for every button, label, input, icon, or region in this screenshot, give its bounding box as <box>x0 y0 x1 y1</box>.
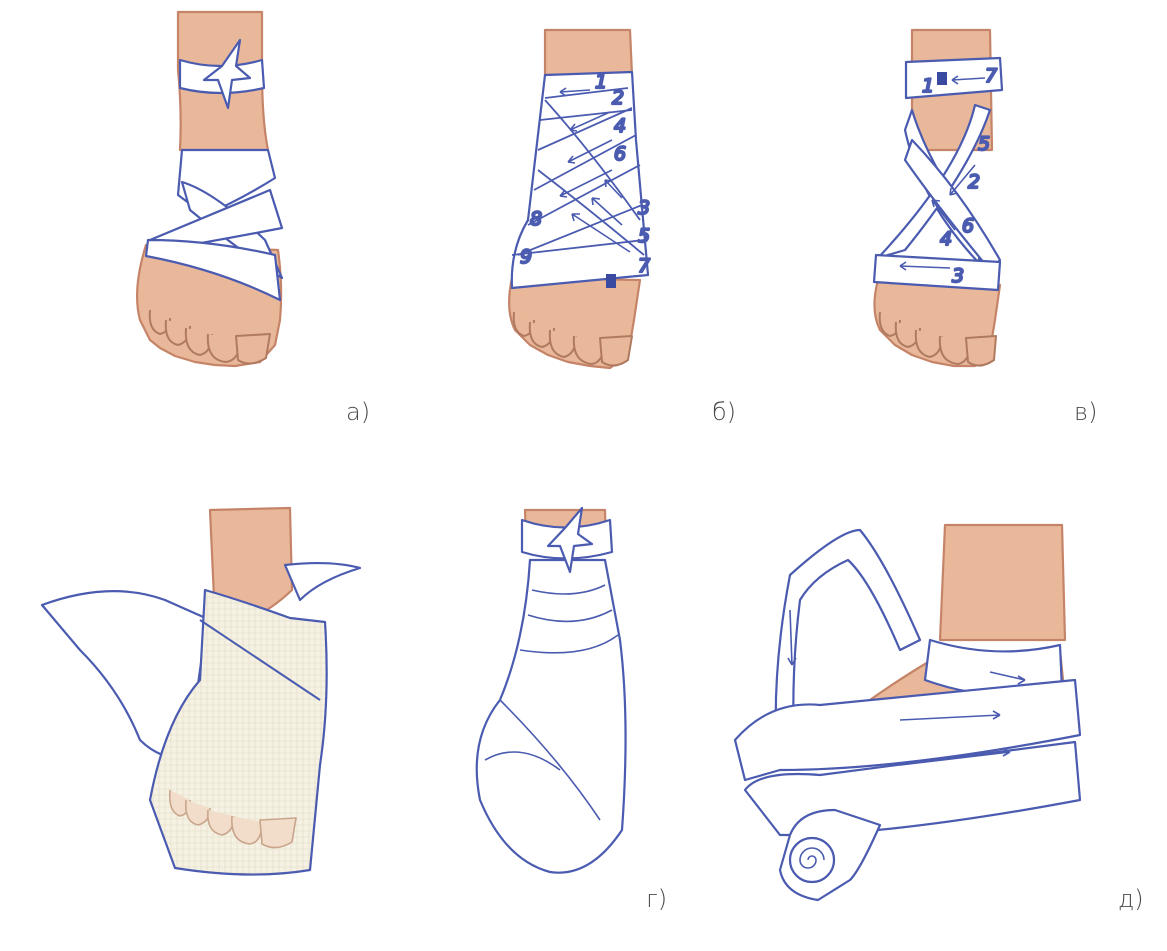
turn-num-b-1: 2 <box>612 87 624 109</box>
turn-num-v-5: 4 <box>940 228 952 250</box>
foot-figure-v: 1 7 5 2 6 4 3 <box>874 30 1002 366</box>
turn-num-b-0: 1 <box>595 71 607 93</box>
foot-figure-g2 <box>477 508 626 873</box>
foot-figure-d <box>735 525 1080 900</box>
turn-num-v-2: 5 <box>978 133 990 155</box>
panel-label-v: в) <box>1074 398 1097 426</box>
panel-label-g: г) <box>646 885 667 913</box>
leg-b <box>545 30 632 75</box>
turn-num-v-6: 3 <box>952 265 964 287</box>
leg-d <box>940 525 1065 640</box>
turn-num-v-1: 7 <box>985 65 997 87</box>
turn-num-v-3: 2 <box>968 171 980 193</box>
panel-label-d: д) <box>1118 885 1144 913</box>
turn-num-b-8: 9 <box>520 246 532 268</box>
clip-v <box>937 72 947 85</box>
turn-num-b-6: 7 <box>638 255 650 277</box>
turn-num-b-2: 4 <box>614 115 626 137</box>
scarf-tail-right <box>285 563 360 600</box>
turn-num-v-0: 1 <box>922 75 934 97</box>
panel-label-a: а) <box>346 398 370 426</box>
turn-num-v-4: 6 <box>962 215 974 237</box>
panel-label-b: б) <box>712 398 736 426</box>
clip-b <box>606 274 616 288</box>
bandage-body-b <box>512 72 648 288</box>
foot-figure-a <box>137 12 282 366</box>
turn-num-b-4: 3 <box>638 197 650 219</box>
sock-body-g2 <box>477 560 626 873</box>
foot-figure-g1 <box>42 508 360 875</box>
foot-figure-b: 1 2 4 6 3 5 7 8 9 <box>509 30 650 368</box>
turn-num-b-5: 5 <box>638 225 650 247</box>
turn-num-b-3: 6 <box>614 143 626 165</box>
turn-num-b-7: 8 <box>530 208 542 230</box>
